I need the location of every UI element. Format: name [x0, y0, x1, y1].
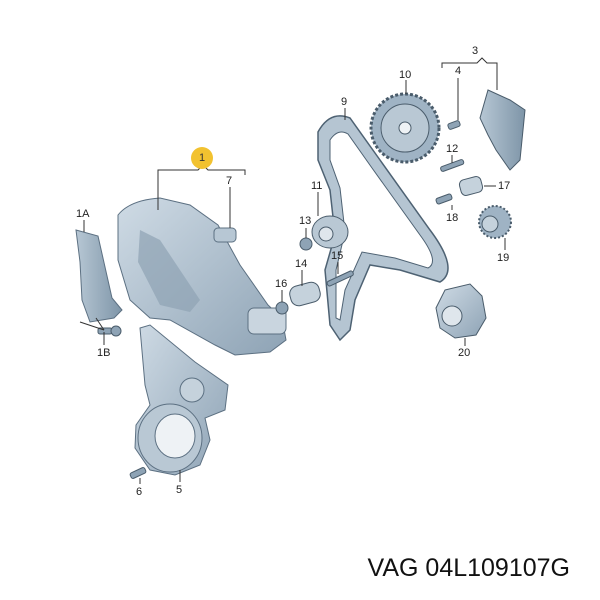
label-12: 12 — [446, 143, 459, 155]
part-18-bolt[interactable] — [435, 193, 453, 205]
label-20: 20 — [458, 347, 471, 359]
part-3-rear-cover-bracket[interactable] — [479, 89, 526, 171]
label-16: 16 — [275, 278, 288, 290]
label-1a: 1A — [76, 208, 90, 220]
part-4-bolt[interactable] — [447, 120, 461, 130]
part-number-caption: VAG 04L109107G — [367, 554, 570, 582]
label-9: 9 — [341, 96, 348, 108]
part-1b-bolt[interactable] — [97, 325, 122, 337]
label-17: 17 — [498, 180, 511, 192]
part-9-timing-belt[interactable] — [317, 115, 449, 342]
part-17-sleeve[interactable] — [458, 175, 484, 196]
label-13: 13 — [299, 215, 312, 227]
part-15-stud[interactable] — [326, 270, 354, 287]
label-1b: 1B — [97, 347, 111, 359]
part-14-guide-roller[interactable] — [288, 280, 322, 307]
label-4: 4 — [455, 65, 462, 77]
label-14: 14 — [295, 258, 308, 270]
label-11: 11 — [311, 180, 323, 192]
part-1a-side-cover[interactable] — [75, 229, 123, 323]
part-5-lower-timing-cover[interactable] — [134, 324, 229, 476]
label-7: 7 — [226, 175, 233, 187]
label-10: 10 — [399, 69, 412, 81]
part-6-bolt[interactable] — [129, 467, 147, 479]
highlighted-callout-part-1[interactable]: 1 — [191, 147, 213, 169]
part-20-water-pump[interactable] — [435, 283, 487, 339]
label-5: 5 — [176, 484, 183, 496]
label-19: 19 — [497, 252, 510, 264]
part-11-tensioner[interactable] — [311, 215, 349, 249]
label-6: 6 — [136, 486, 143, 498]
part-19-idler-pulley[interactable] — [478, 205, 512, 239]
part-1-upper-timing-cover[interactable] — [117, 197, 287, 356]
part-16-nut[interactable] — [275, 301, 289, 315]
part-13-nut[interactable] — [299, 237, 313, 251]
part-10-camshaft-sprocket[interactable] — [369, 92, 441, 164]
label-15: 15 — [331, 250, 344, 262]
part-12-stud[interactable] — [440, 159, 465, 172]
label-18: 18 — [446, 212, 459, 224]
label-3: 3 — [472, 45, 479, 57]
part-7-clip[interactable] — [213, 227, 237, 243]
